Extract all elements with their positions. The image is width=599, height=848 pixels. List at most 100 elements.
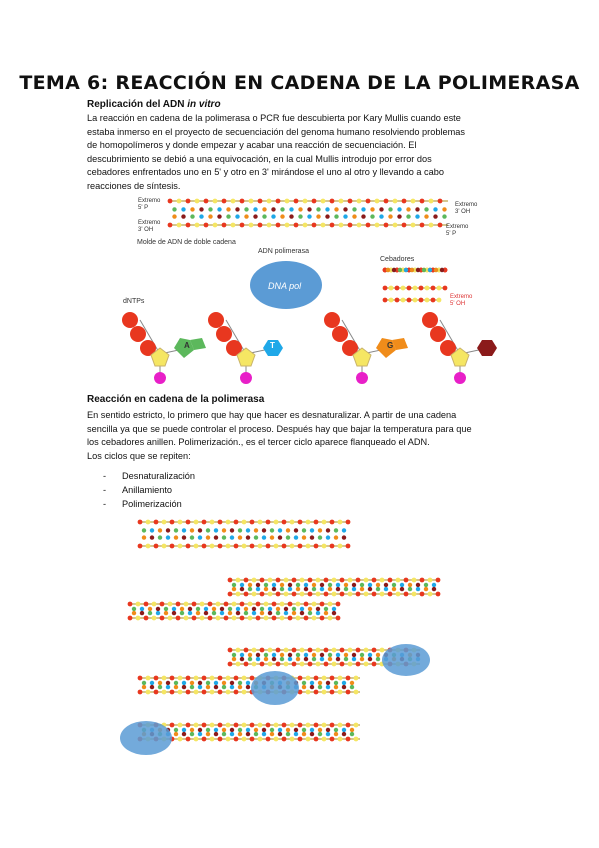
cycle-4-base: [279, 656, 285, 662]
primer-bottom-nucleotide: [388, 297, 394, 303]
cycle-4-top-nucleotide: [235, 647, 241, 653]
cycle-4-bottom-nucleotide: [267, 661, 273, 667]
cycle-4-base: [351, 652, 357, 658]
cycle-4-bottom-nucleotide: [299, 661, 305, 667]
cycle-6-top-nucleotide: [321, 722, 327, 728]
cycle-3-top-nucleotide: [255, 601, 261, 607]
cycle-6-top-nucleotide: [273, 722, 279, 728]
cycle-6-bottom-nucleotide: [265, 736, 271, 742]
section-heading-replicacion: Replicación del ADN in vitro: [87, 99, 221, 110]
cycle-3-top-nucleotide: [287, 601, 293, 607]
cycle-6-base: [245, 731, 251, 737]
base-t-label: T: [270, 341, 275, 350]
cycle-1-bottom-nucleotide: [337, 543, 343, 549]
cycle-2-base: [319, 582, 325, 588]
cycle-3-base: [195, 610, 201, 616]
cycle-2-top-nucleotide: [291, 577, 297, 583]
cycle-1-base: [205, 528, 211, 533]
cycle-3-base: [187, 610, 193, 616]
cycle-3-bottom-nucleotide: [143, 615, 149, 621]
cycle-2-base: [311, 582, 317, 588]
cycle-2-base: [399, 582, 405, 588]
cycle-4-bottom-nucleotide: [227, 661, 233, 667]
cycle-5-bottom-nucleotide: [193, 689, 199, 695]
cycle-6-base: [245, 727, 251, 733]
cycle-5-bottom-nucleotide: [169, 689, 175, 695]
cycle-6-base: [253, 727, 259, 733]
cycle-4-bottom-nucleotide: [315, 661, 321, 667]
cycle-5-base: [325, 680, 331, 686]
cycle-5-base: [157, 680, 163, 686]
cycle-3-base: [267, 606, 273, 612]
cycle-2-base: [367, 586, 373, 592]
label-extremo-3oh-left: Extremo 3' OH: [138, 220, 161, 233]
cycle-1-top-nucleotide: [241, 519, 247, 525]
paragraph-line: La reacción en cadena de la polimerasa o…: [87, 113, 461, 123]
cycle-2-bottom-nucleotide: [259, 591, 265, 597]
cycle-2-base: [295, 586, 301, 592]
cycle-4-base: [311, 652, 317, 658]
cycle-5-base: [165, 684, 171, 690]
template-duplex-base: [316, 207, 321, 212]
cycle-6-bottom-nucleotide: [257, 736, 263, 742]
cycle-2-base: [391, 582, 397, 588]
bullet-text: Anillamiento: [122, 485, 173, 495]
cycle-3-base: [163, 606, 169, 612]
cycle-2-base: [399, 586, 405, 592]
cycle-5-base: [141, 684, 147, 690]
primer-bottom-nucleotide: [424, 297, 430, 303]
cycle-1-bottom-nucleotide: [321, 543, 327, 549]
primer-mid-nucleotide: [394, 285, 400, 291]
cycle-6-bottom-nucleotide: [201, 736, 207, 742]
cycle-3-base: [211, 606, 217, 612]
cycle-3-base: [323, 606, 329, 612]
cycle-4-top-nucleotide: [331, 647, 337, 653]
template-duplex-bottom-nucleotide: [410, 222, 416, 228]
cycle-3-bottom-nucleotide: [295, 615, 301, 621]
cycle-4-top-nucleotide: [363, 647, 369, 653]
cycle-4-base: [263, 652, 269, 658]
cycle-1-top-nucleotide: [337, 519, 343, 525]
cycle-2-top-nucleotide: [267, 577, 273, 583]
cycle-2-base: [391, 586, 397, 592]
template-duplex-top-nucleotide: [410, 198, 416, 204]
cycle-2-bottom-nucleotide: [307, 591, 313, 597]
cycle-5-base: [205, 680, 211, 686]
cycle-1-base: [141, 535, 147, 540]
cycle-3-bottom-nucleotide: [311, 615, 317, 621]
cycle-2-base: [407, 586, 413, 592]
cycle-1-top-nucleotide: [329, 519, 335, 525]
cycle-5-base: [301, 684, 307, 690]
cycle-3-base: [211, 610, 217, 616]
cycle-5-base: [229, 684, 235, 690]
cycle-2-base: [431, 586, 437, 592]
cycle-4-bottom-nucleotide: [363, 661, 369, 667]
cycle-2-base: [383, 586, 389, 592]
cycle-1-bottom-nucleotide: [137, 543, 143, 549]
primer-bottom-nucleotide: [430, 297, 436, 303]
cycle-5-base: [165, 680, 171, 686]
template-duplex-bottom-nucleotide: [356, 222, 362, 228]
cycle-3-bottom-nucleotide: [231, 615, 237, 621]
primer-bottom-nucleotide: [400, 297, 406, 303]
cycle-6-top-nucleotide: [289, 722, 295, 728]
cycle-6-base: [349, 727, 355, 733]
dntp-c-link: [439, 319, 461, 355]
template-duplex-top-nucleotide: [266, 198, 272, 204]
cycle-5-bottom-nucleotide: [233, 689, 239, 695]
cycle-5-base: [205, 684, 211, 690]
primer-mid-nucleotide: [400, 285, 406, 291]
cycle-6-top-nucleotide: [233, 722, 239, 728]
cycle-6-base: [309, 731, 315, 737]
cycle-4-top-nucleotide: [323, 647, 329, 653]
template-duplex-base: [325, 207, 330, 212]
cycle-6-bottom-nucleotide: [321, 736, 327, 742]
cycle-3-top-nucleotide: [135, 601, 141, 607]
cycle-5-bottom-nucleotide: [201, 689, 207, 695]
cycle-3-base: [195, 606, 201, 612]
cycle-3-top-nucleotide: [295, 601, 301, 607]
cycle-5-top-nucleotide: [329, 675, 335, 681]
cycle-5-bottom-nucleotide: [345, 689, 351, 695]
cycle-1-top-nucleotide: [217, 519, 223, 525]
